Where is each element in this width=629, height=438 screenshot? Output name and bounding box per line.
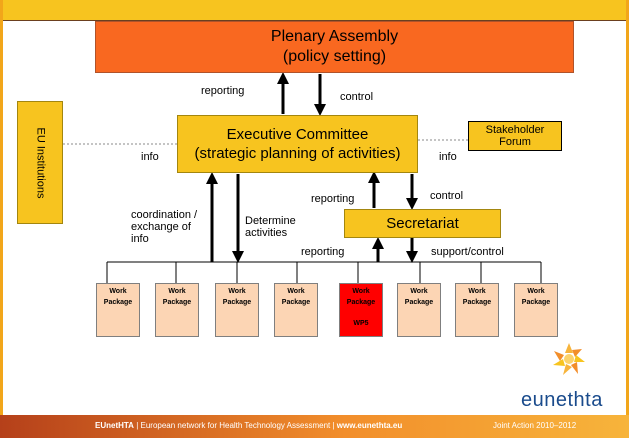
work-package-6: Work Package bbox=[397, 283, 441, 337]
footer-separator: | bbox=[133, 421, 141, 430]
label-reporting-low: reporting bbox=[301, 246, 345, 258]
plenary-subtitle: (policy setting) bbox=[282, 48, 387, 65]
wp-line2: Package bbox=[162, 299, 192, 306]
executive-title: Executive Committee bbox=[226, 126, 369, 143]
plenary-title: Plenary Assembly bbox=[270, 28, 399, 45]
label-coordination: coordination / exchange of info bbox=[131, 209, 198, 245]
footer-joint-action: Joint Action 2010–2012 bbox=[493, 421, 577, 430]
work-package-2: Work Package bbox=[155, 283, 199, 337]
work-package-4: Work Package bbox=[274, 283, 318, 337]
work-package-7: Work Package bbox=[455, 283, 499, 337]
label-support-control: support/control bbox=[431, 246, 504, 258]
wp-line2: Package bbox=[404, 299, 434, 306]
eunethta-logo-icon bbox=[553, 343, 585, 375]
work-package-3: Work Package bbox=[215, 283, 259, 337]
executive-subtitle: (strategic planning of activities) bbox=[194, 145, 401, 162]
wp-line2: Package bbox=[462, 299, 492, 306]
wp-line1: Work bbox=[287, 288, 305, 295]
footer-url[interactable]: www.eunethta.eu bbox=[336, 421, 403, 430]
stakeholder-line1: Stakeholder bbox=[485, 124, 545, 136]
wp-line1: Work bbox=[468, 288, 486, 295]
footer-text: EUnetHTA | European network for Health T… bbox=[95, 421, 402, 430]
plenary-assembly-box: Plenary Assembly (policy setting) bbox=[95, 21, 574, 73]
label-reporting-mid: reporting bbox=[311, 193, 355, 205]
wp-line1: Work bbox=[109, 288, 127, 295]
top-bar-rule bbox=[0, 20, 629, 21]
secretariat-box: Secretariat bbox=[344, 209, 501, 238]
top-bar bbox=[0, 0, 629, 20]
eu-institutions-label: EU Institutions bbox=[34, 127, 47, 198]
work-package-5-highlighted: Work Package WP5 bbox=[339, 283, 383, 337]
stakeholder-line2: Forum bbox=[499, 136, 531, 148]
wp-line1: Work bbox=[352, 288, 370, 295]
wp-line2: Package bbox=[222, 299, 252, 306]
work-package-8: Work Package bbox=[514, 283, 558, 337]
label-control-mid: control bbox=[430, 190, 464, 202]
wp-line2: Package bbox=[346, 299, 376, 306]
wp-line1: Work bbox=[168, 288, 186, 295]
footer-bar bbox=[0, 415, 629, 438]
footer-separator: | bbox=[330, 421, 337, 430]
wp-line1: Work bbox=[527, 288, 545, 295]
eunethta-logo-text: eunethta bbox=[521, 389, 603, 411]
executive-committee-box: Executive Committee (strategic planning … bbox=[177, 115, 418, 173]
right-frame-border bbox=[626, 0, 629, 438]
eu-institutions-box: EU Institutions bbox=[17, 101, 63, 224]
wp-number: WP5 bbox=[353, 320, 369, 327]
wp-line1: Work bbox=[228, 288, 246, 295]
label-reporting-top: reporting bbox=[201, 85, 245, 97]
work-package-1: Work Package bbox=[96, 283, 140, 337]
wp-line1: Work bbox=[410, 288, 428, 295]
wp-line2: Package bbox=[521, 299, 551, 306]
label-control-top: control bbox=[340, 91, 374, 103]
secretariat-label: Secretariat bbox=[386, 215, 459, 232]
wp-line2: Package bbox=[103, 299, 133, 306]
footer-description: European network for Health Technology A… bbox=[140, 421, 331, 430]
stakeholder-forum-box: Stakeholder Forum bbox=[468, 121, 562, 151]
label-info-left: info bbox=[141, 151, 159, 163]
wp-line2: Package bbox=[281, 299, 311, 306]
footer-org: EUnetHTA bbox=[95, 421, 134, 430]
label-determine: Determine activities bbox=[245, 215, 296, 239]
label-info-right: info bbox=[439, 151, 457, 163]
left-frame-border bbox=[0, 0, 3, 438]
